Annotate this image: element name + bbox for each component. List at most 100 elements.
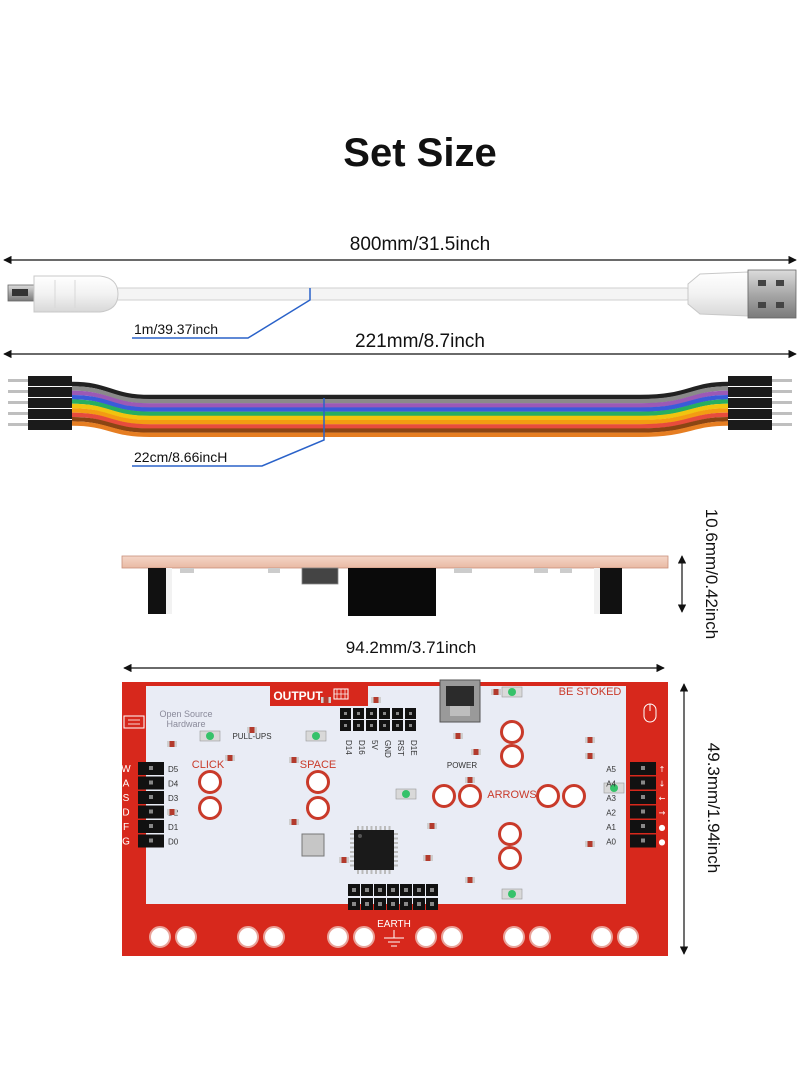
led-light <box>508 688 516 696</box>
mini-usb-port <box>439 679 481 723</box>
pin-label: A5 <box>606 765 616 774</box>
pin-housing <box>728 376 772 386</box>
smd-part <box>585 753 595 759</box>
jumper-wire <box>71 381 729 400</box>
led-light <box>508 890 516 898</box>
smd-terminal <box>592 737 595 743</box>
smd-terminal <box>423 855 426 861</box>
touch-pads <box>198 720 586 870</box>
chip-pin <box>394 855 398 858</box>
touch-pad <box>500 720 524 744</box>
direction-icon: ← <box>659 794 666 803</box>
side-header-hole <box>641 838 645 843</box>
touch-pad <box>562 784 586 808</box>
chip-pin <box>350 846 354 849</box>
board-top-view: 94.2mm/3.71inch 49.3mm/1.94inch OUTPUT B… <box>121 638 723 956</box>
header-pin-hole <box>396 712 399 715</box>
be-stoked-label: BE STOKED <box>559 686 622 698</box>
chip-pin <box>384 826 386 830</box>
board-side-pcb <box>121 555 669 569</box>
output-grid-icon <box>333 688 349 700</box>
pin-label: A2 <box>606 809 616 818</box>
touch-pad <box>198 770 222 794</box>
header-pin-hole <box>409 724 412 727</box>
touch-pad <box>306 770 330 794</box>
mouse-icon <box>643 703 657 723</box>
crystal-oscillator <box>301 833 325 857</box>
earth-pad <box>353 926 375 948</box>
smd-part <box>321 697 331 703</box>
smd-terminal <box>453 733 456 739</box>
output-label: OUTPUT <box>273 689 323 703</box>
arrows-label: ARROWS <box>487 789 537 801</box>
header-pin-hole <box>352 888 356 892</box>
side-header-hole <box>641 780 645 785</box>
direction-icon: ↓ <box>659 780 666 789</box>
earth-pad <box>441 926 463 948</box>
chip-pin <box>388 870 391 874</box>
pin-housing <box>728 420 772 430</box>
header-pin-hole <box>430 888 434 892</box>
keyboard-icon <box>123 715 145 729</box>
left-male-pins <box>8 376 72 430</box>
male-pin <box>8 390 28 393</box>
header-pin-label: D14 <box>344 740 353 755</box>
male-pin <box>772 390 792 393</box>
usb-cable-dimension-label: 800mm/31.5inch <box>350 234 490 255</box>
header-pin-hole <box>391 902 395 906</box>
side-header-hole <box>149 809 153 814</box>
male-pin <box>772 423 792 426</box>
smd-terminal <box>427 823 430 829</box>
ground-icon <box>384 930 404 947</box>
male-pin <box>8 423 28 426</box>
smd-part <box>423 855 433 861</box>
chip-pin <box>350 851 354 853</box>
board-width-label: 94.2mm/3.71inch <box>346 638 476 657</box>
header-pin-label: 5V <box>370 740 379 750</box>
chip-pin <box>375 826 377 830</box>
earth-pad <box>263 926 285 948</box>
side-usb-connector <box>301 567 339 585</box>
smd-terminal <box>371 697 374 703</box>
chip-pin <box>379 870 382 874</box>
smd-terminal <box>498 689 501 695</box>
smd-terminal <box>465 777 468 783</box>
earth-pad <box>529 926 551 948</box>
chip-pin <box>394 864 398 867</box>
smd-terminal <box>296 819 299 825</box>
key-label: G <box>122 837 130 848</box>
pin-label: A3 <box>606 794 616 803</box>
smd-terminal <box>592 841 595 847</box>
pin-label: D5 <box>168 765 179 774</box>
board-height-label: 49.3mm/1.94inch <box>704 743 723 873</box>
smd-terminal <box>328 697 331 703</box>
smd-terminal <box>378 697 381 703</box>
side-header-hole <box>149 795 153 799</box>
earth-label: EARTH <box>377 919 411 930</box>
smd-part <box>585 737 595 743</box>
header-pin-hole <box>344 724 347 727</box>
header-pin-hole <box>404 888 408 892</box>
chip-pin <box>357 826 359 830</box>
chip-pin <box>350 833 354 835</box>
header-pin-hole <box>409 712 412 715</box>
side-left-header <box>148 568 170 614</box>
pin-label: A0 <box>606 838 616 847</box>
touch-pad <box>500 744 524 768</box>
power-label: POWER <box>447 761 477 770</box>
smd-part <box>225 755 235 761</box>
earth-pad <box>617 926 639 948</box>
jumper-callout-line <box>132 398 325 467</box>
smd-part <box>289 819 299 825</box>
key-label: D <box>122 808 129 819</box>
pin-label: D3 <box>168 794 179 803</box>
bottom-earth-pads <box>149 926 639 948</box>
chip-pin <box>350 855 354 858</box>
smd-part <box>585 841 595 847</box>
direction-icon: ● <box>659 838 666 847</box>
male-pin <box>772 412 792 415</box>
smd-part <box>167 809 177 815</box>
pin-housing <box>28 409 72 419</box>
